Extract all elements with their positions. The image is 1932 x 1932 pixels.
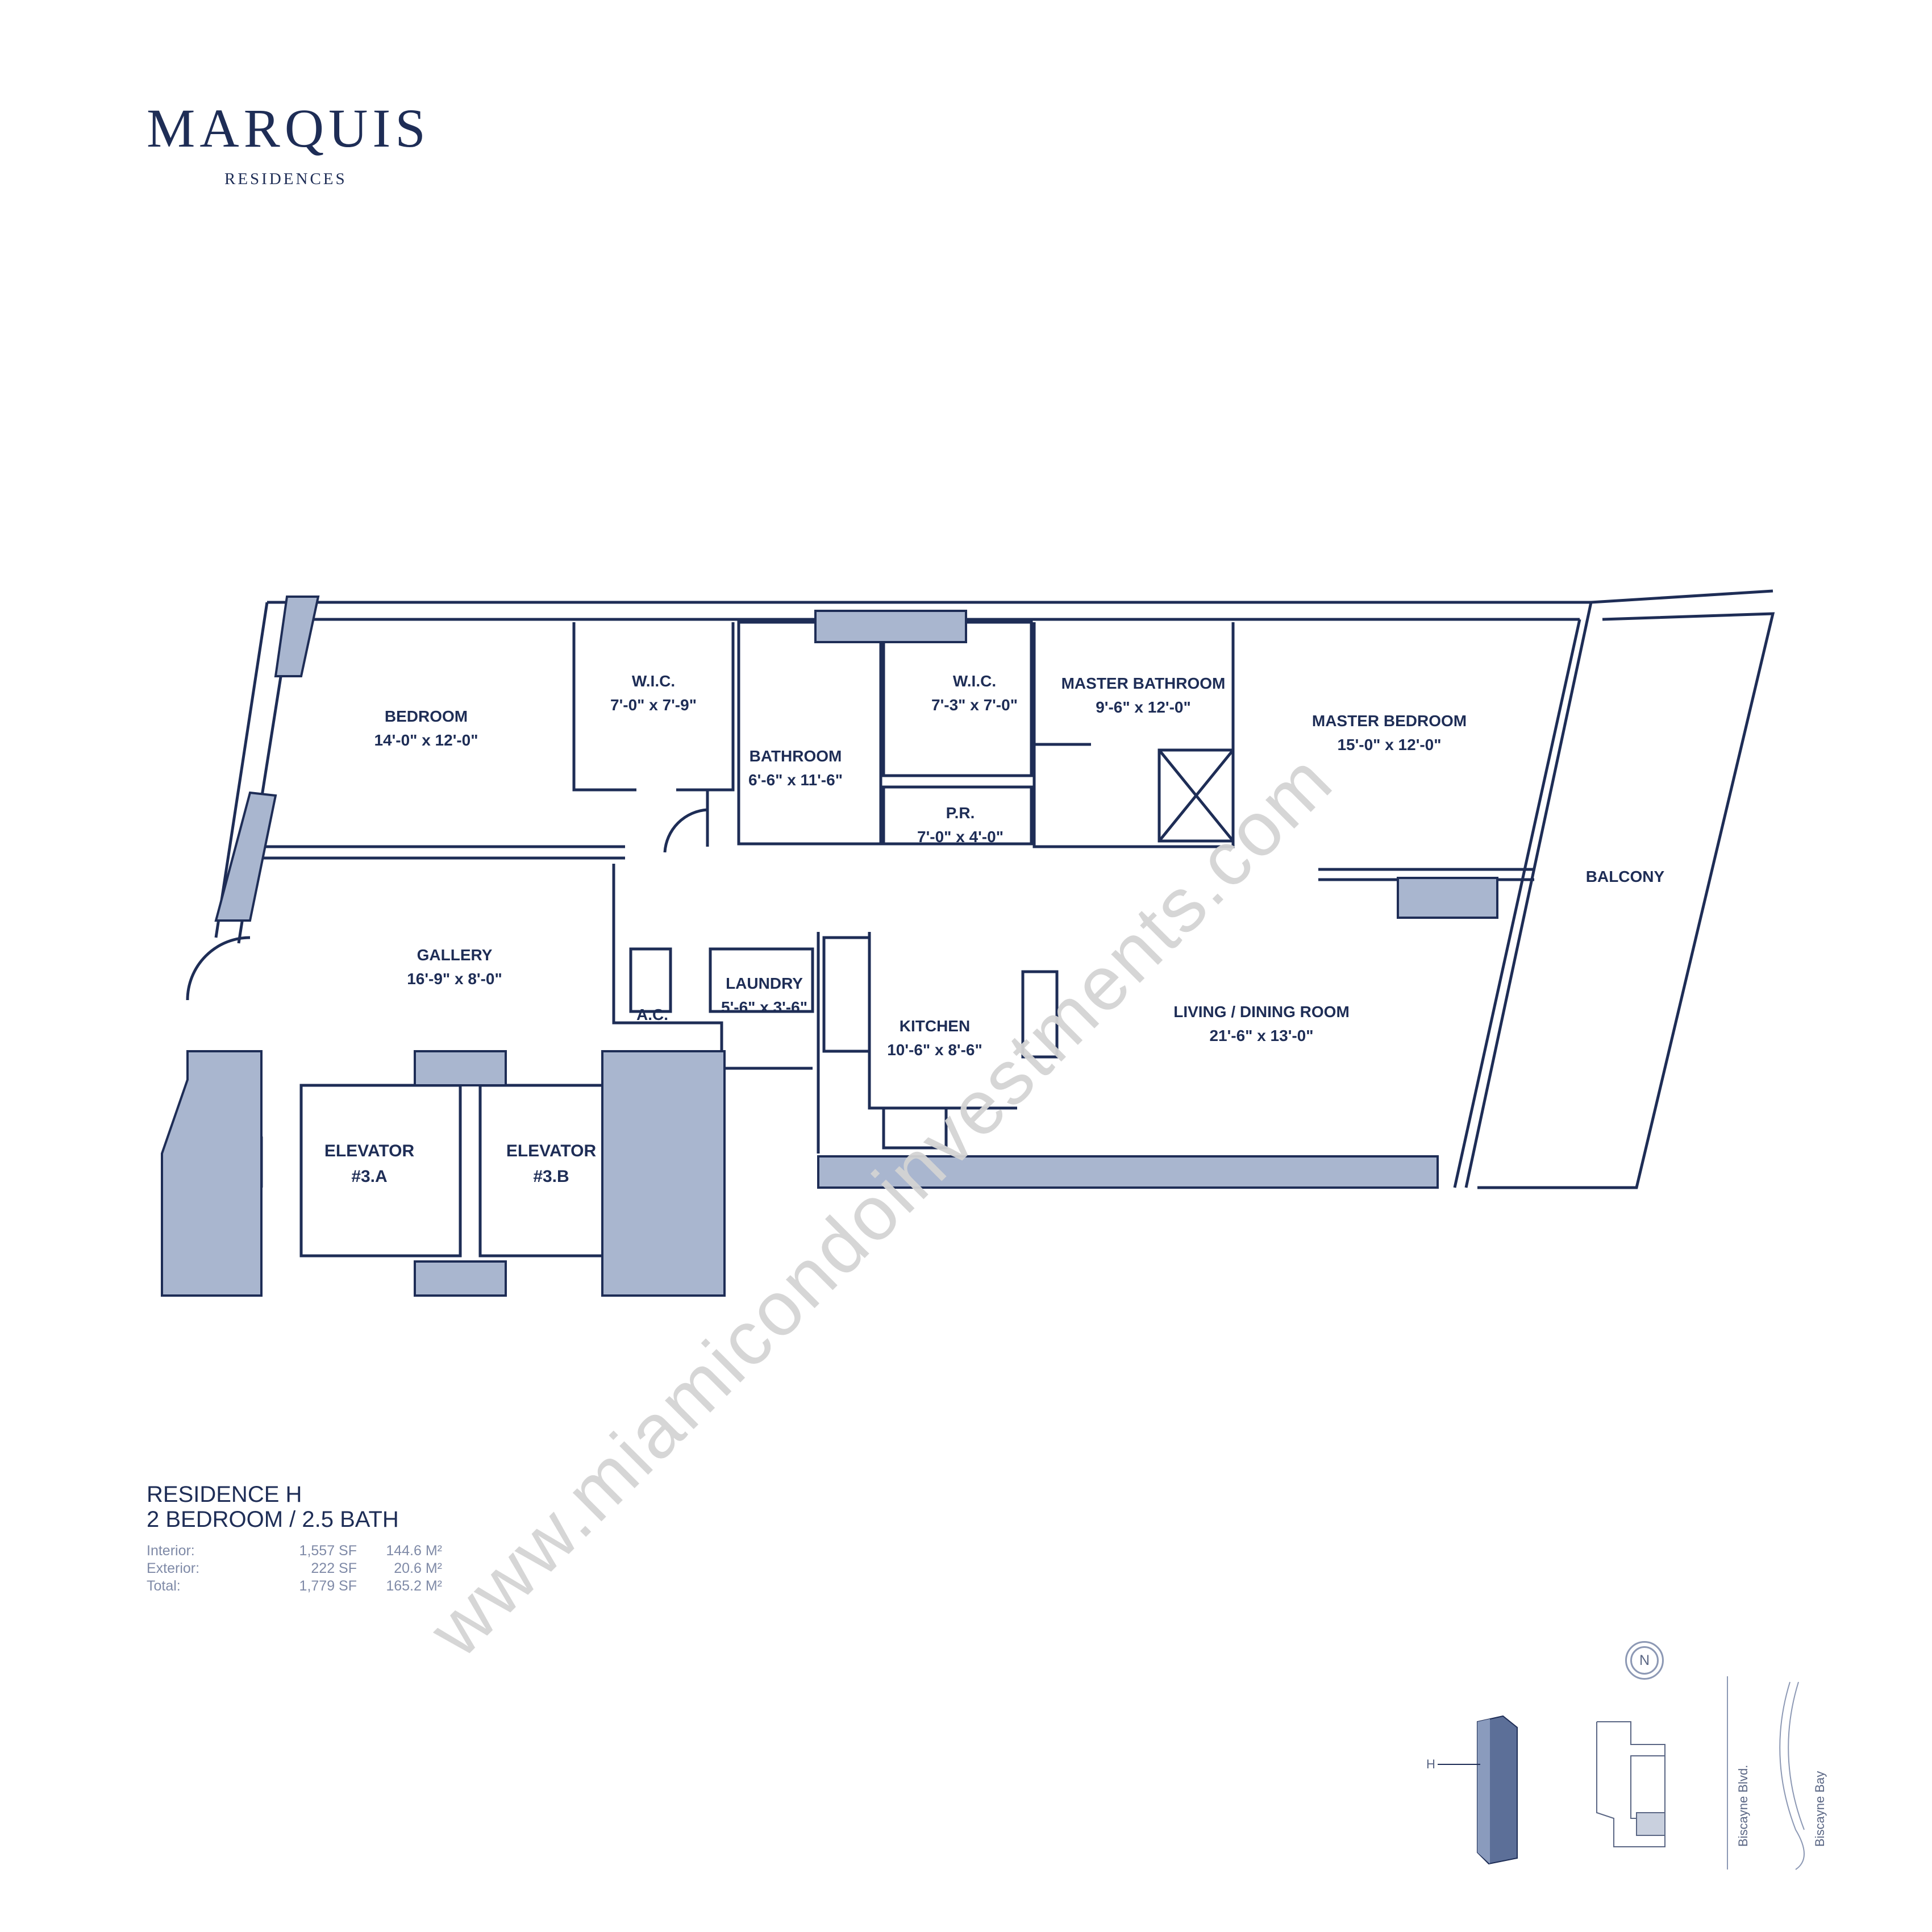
stat-m2: 165.2 M² xyxy=(386,1578,442,1594)
stat-sf: 1,557 SF xyxy=(299,1543,357,1559)
brand-logo: MARQUIS RESIDENCES xyxy=(147,97,431,189)
pr-dim: 7'-0" x 4'-0" xyxy=(917,828,1004,846)
brand-subtitle: RESIDENCES xyxy=(224,170,347,188)
stat-row: Interior: 1,557 SF 144.6 M² xyxy=(147,1542,465,1560)
kitchen-label: KITCHEN xyxy=(900,1017,970,1035)
gallery-label: GALLERY xyxy=(417,946,493,964)
area-stats: Interior: 1,557 SF 144.6 M² Exterior: 22… xyxy=(147,1542,465,1595)
elevator-a-label: ELEVATOR xyxy=(324,1142,415,1160)
elevator-a-number: #3.A xyxy=(351,1167,387,1186)
kitchen-dim: 10'-6" x 8'-6" xyxy=(887,1041,982,1059)
tower-marker: H xyxy=(1426,1757,1435,1771)
master-bath-label: MASTER BATHROOM xyxy=(1061,674,1226,692)
water-label: Biscayne Bay xyxy=(1813,1771,1827,1847)
pr-label: P.R. xyxy=(946,804,975,822)
master-bed-label: MASTER BEDROOM xyxy=(1312,712,1467,730)
bathroom-dim: 6'-6" x 11'-6" xyxy=(748,771,843,789)
bedroom-dim: 14'-0" x 12'-0" xyxy=(374,731,478,749)
laundry-label: LAUNDRY xyxy=(726,975,803,992)
master-bath-dim: 9'-6" x 12'-0" xyxy=(1096,698,1191,716)
stat-label: Total: xyxy=(147,1578,181,1594)
brand-name: MARQUIS xyxy=(147,98,430,159)
master-bed-dim: 15'-0" x 12'-0" xyxy=(1337,736,1441,753)
laundry-dim: 5'-6" x 3'-6" xyxy=(721,998,807,1016)
wic2-dim: 7'-3" x 7'-0" xyxy=(931,696,1018,714)
bathroom-label: BATHROOM xyxy=(750,747,842,765)
key-plan: H Biscayne Blvd. Biscayne Bay xyxy=(1426,1676,1827,1870)
gallery-dim: 16'-9" x 8'-0" xyxy=(407,970,502,988)
stat-row: Total: 1,779 SF 165.2 M² xyxy=(147,1577,465,1595)
stat-sf: 1,779 SF xyxy=(299,1578,357,1594)
balcony-label: BALCONY xyxy=(1586,868,1665,885)
living-dim: 21'-6" x 13'-0" xyxy=(1209,1027,1313,1044)
stat-row: Exterior: 222 SF 20.6 M² xyxy=(147,1560,465,1577)
stat-sf: 222 SF xyxy=(311,1560,357,1576)
residence-summary: RESIDENCE H 2 BEDROOM / 2.5 BATH Interio… xyxy=(147,1482,465,1595)
residence-name: RESIDENCE H xyxy=(147,1482,302,1507)
bedroom-label: BEDROOM xyxy=(385,707,468,725)
stat-label: Exterior: xyxy=(147,1560,200,1576)
street-label: Biscayne Blvd. xyxy=(1736,1765,1750,1847)
wic1-dim: 7'-0" x 7'-9" xyxy=(610,696,697,714)
ac-label: A.C. xyxy=(636,1006,668,1023)
elevator-b-label: ELEVATOR xyxy=(506,1142,597,1160)
residence-type: 2 BEDROOM / 2.5 BATH xyxy=(147,1507,399,1532)
tower-elevation: H xyxy=(1426,1715,1518,1865)
stat-m2: 20.6 M² xyxy=(394,1560,442,1576)
room-labels: BEDROOM 14'-0" x 12'-0" W.I.C. 7'-0" x 7… xyxy=(324,672,1665,1186)
north-label: N xyxy=(1630,1646,1659,1675)
north-arrow-icon: N xyxy=(1625,1641,1664,1680)
elevator-b-number: #3.B xyxy=(533,1167,569,1186)
stat-m2: 144.6 M² xyxy=(386,1543,442,1559)
stat-label: Interior: xyxy=(147,1543,195,1559)
structural-columns xyxy=(161,596,1498,1297)
plan-walls xyxy=(186,589,1775,1258)
living-label: LIVING / DINING ROOM xyxy=(1173,1003,1350,1021)
wic1-label: W.I.C. xyxy=(632,672,675,690)
wic2-label: W.I.C. xyxy=(953,672,996,690)
site-plan xyxy=(1596,1721,1665,1847)
